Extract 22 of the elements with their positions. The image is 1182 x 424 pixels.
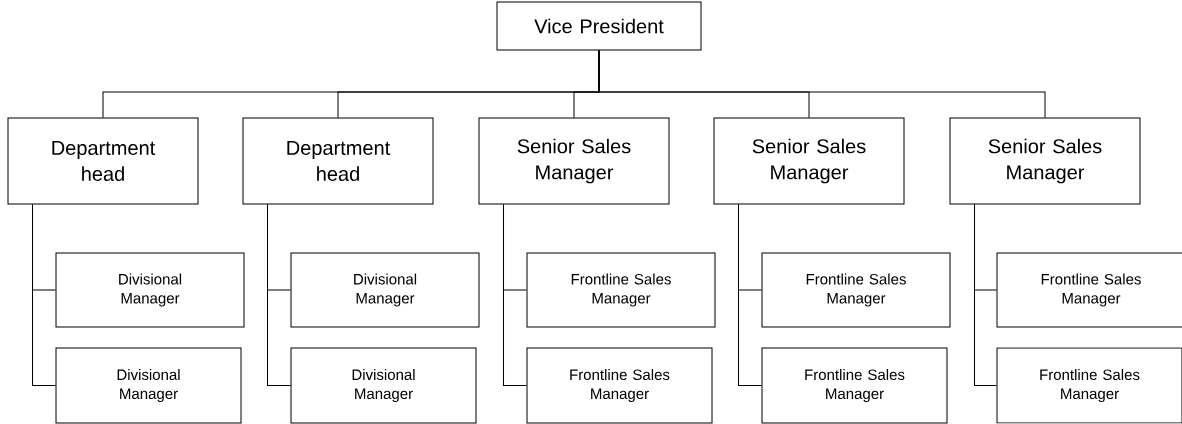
role-box: Frontline Sales Manager [526,252,716,328]
connector [974,204,997,386]
role-box: Frontline Sales Manager [996,252,1182,328]
role-box: Divisional Manager [55,252,245,328]
role-box: Department head [7,117,199,205]
connector [503,204,527,386]
connector [32,204,56,386]
connector [598,50,1046,118]
role-box: Frontline Sales Manager [761,252,951,328]
connector [267,204,291,386]
connector [738,204,762,386]
role-box: Frontline Sales Manager [526,347,713,424]
role-box: Department head [242,117,434,205]
title-box: Vice President [496,1,702,51]
role-box: Divisional Manager [290,252,480,328]
role-box: Divisional Manager [290,347,477,424]
role-box: Divisional Manager [55,347,242,424]
role-box: Senior Sales Manager [949,117,1141,205]
role-box: Senior Sales Manager [713,117,905,205]
role-box: Senior Sales Manager [478,117,670,205]
role-box: Frontline Sales Manager [996,347,1182,424]
role-box: Frontline Sales Manager [761,347,948,424]
